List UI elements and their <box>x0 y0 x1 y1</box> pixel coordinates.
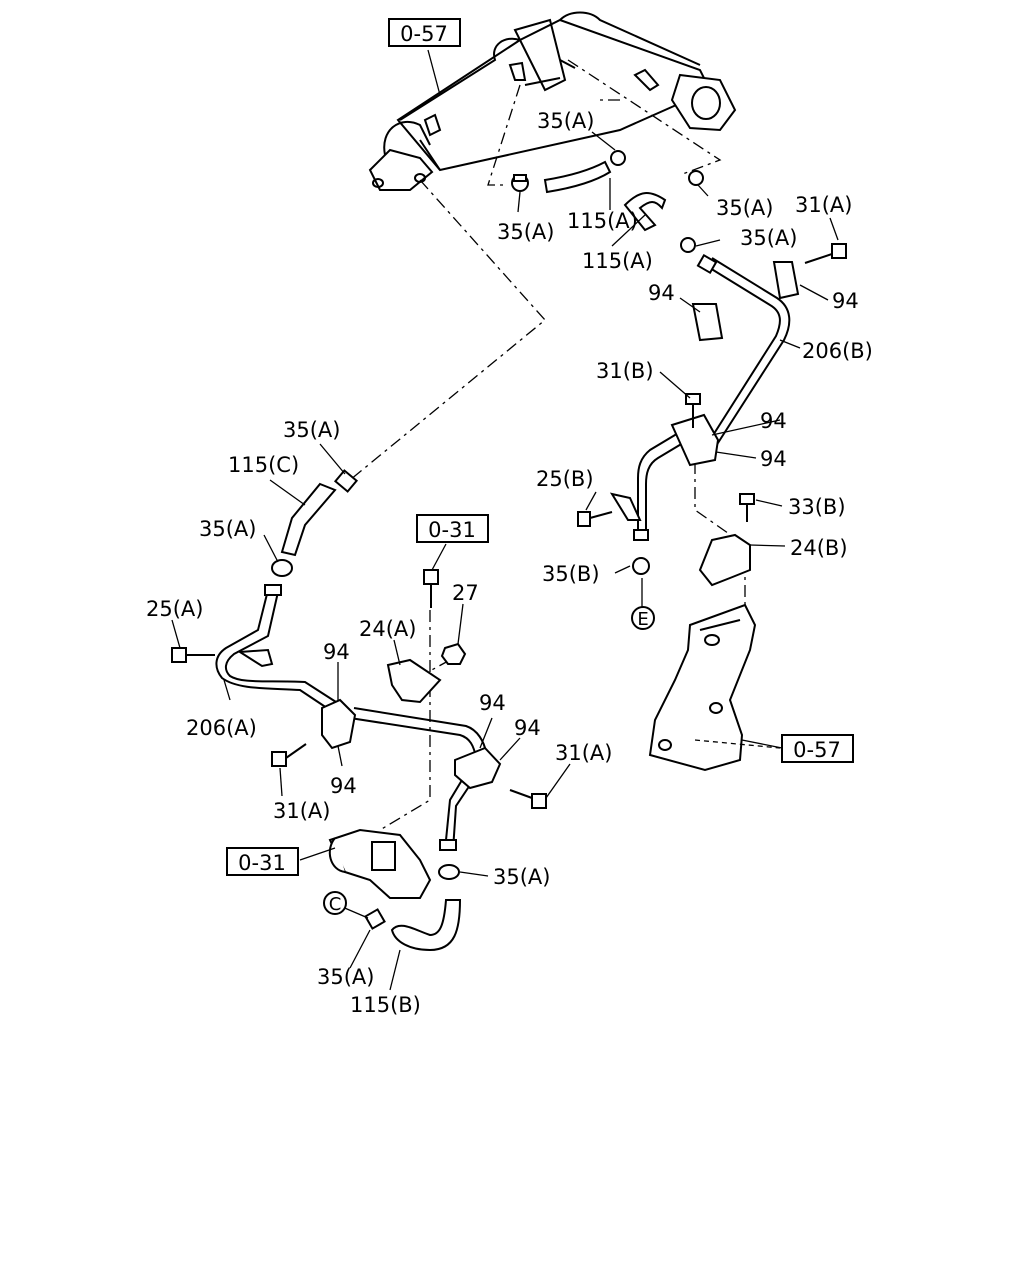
callout-25a: 25(A) <box>146 597 203 621</box>
callout-labels: 35(A) 35(A) 115(A) 35(A) 31(A) 115(A) 35… <box>146 109 873 1017</box>
callout-94: 94 <box>760 447 787 471</box>
bracket <box>609 492 642 521</box>
svg-text:0-57: 0-57 <box>793 738 841 762</box>
callout-33b: 33(B) <box>788 495 846 519</box>
connector-e[interactable]: E <box>631 606 655 630</box>
bracket-24b <box>698 533 751 587</box>
bolt-31a <box>804 243 847 264</box>
callout-94: 94 <box>760 409 787 433</box>
clamp-35a <box>511 174 529 192</box>
callout-115c: 115(C) <box>228 453 299 477</box>
callout-35a: 35(A) <box>493 865 550 889</box>
hose-115c <box>280 482 337 557</box>
clamp-35a <box>271 559 293 577</box>
clip-94-pair <box>454 746 502 790</box>
callout-31b: 31(B) <box>596 359 654 383</box>
svg-text:0-57: 0-57 <box>400 22 448 46</box>
svg-text:C: C <box>329 894 342 915</box>
clamp-35a <box>610 150 626 166</box>
callout-206a: 206(A) <box>186 716 257 740</box>
svg-text:E: E <box>637 609 648 630</box>
bolt-31a <box>509 789 547 809</box>
clamp-35a <box>438 864 460 880</box>
clip-94-pair <box>321 698 357 750</box>
clamp-35a <box>333 469 359 493</box>
callout-25b: 25(B) <box>536 467 594 491</box>
callout-24b: 24(B) <box>790 536 848 560</box>
bracket-24a <box>386 658 442 704</box>
pipe-206b <box>633 253 791 541</box>
callout-35a: 35(A) <box>740 226 797 250</box>
label-leaders <box>171 49 839 991</box>
svg-text:0-31: 0-31 <box>428 518 476 542</box>
leader-line <box>694 462 746 546</box>
callout-94: 94 <box>323 640 350 664</box>
callout-35a: 35(A) <box>283 418 340 442</box>
bolt-31a <box>271 743 307 767</box>
callout-31a: 31(A) <box>555 741 612 765</box>
clip-94 <box>772 261 800 300</box>
callout-35a: 35(A) <box>199 517 256 541</box>
thermostat-housing <box>328 828 432 899</box>
leader-line <box>379 610 431 831</box>
nut-27 <box>440 642 467 665</box>
bolt-0-31 <box>423 569 439 608</box>
callout-115b: 115(B) <box>350 993 421 1017</box>
clamp-35a <box>688 170 704 186</box>
callout-35a: 35(A) <box>497 220 554 244</box>
bracket <box>236 648 274 668</box>
bolt-31b <box>685 393 701 428</box>
callout-206b: 206(B) <box>802 339 873 363</box>
callout-24a: 24(A) <box>359 617 416 641</box>
callout-94: 94 <box>648 281 675 305</box>
bolt-33b <box>739 493 755 522</box>
connector-c[interactable]: C <box>323 891 347 915</box>
ref-box-0-57-top[interactable]: 0-57 <box>388 18 461 47</box>
bolt-25a <box>171 647 215 663</box>
leader-line <box>487 84 521 186</box>
egr-valve-housing <box>648 603 781 772</box>
clamp-35a <box>364 908 386 930</box>
callout-31a: 31(A) <box>795 193 852 217</box>
callout-115a: 115(A) <box>567 209 638 233</box>
callout-94: 94 <box>479 691 506 715</box>
clamp-35a <box>680 237 696 253</box>
clamp-35b <box>632 557 650 575</box>
leader-line <box>567 59 722 176</box>
leader-line <box>349 179 546 481</box>
clip-94-pair <box>670 413 720 467</box>
svg-text:0-31: 0-31 <box>238 851 286 875</box>
hose-115a-lower <box>623 192 667 232</box>
callout-94: 94 <box>330 774 357 798</box>
egr-cooler <box>368 11 737 191</box>
ref-box-0-31-mid[interactable]: 0-31 <box>416 514 489 543</box>
callout-35a: 35(A) <box>317 965 374 989</box>
bolt-25b <box>577 511 613 527</box>
hose-115a-upper <box>543 160 612 194</box>
callout-115a: 115(A) <box>582 249 653 273</box>
ref-box-0-57-right[interactable]: 0-57 <box>781 734 854 763</box>
ref-box-0-31-low[interactable]: 0-31 <box>226 847 299 876</box>
callout-31a: 31(A) <box>273 799 330 823</box>
callout-35b: 35(B) <box>542 562 600 586</box>
callout-94: 94 <box>832 289 859 313</box>
callout-35a: 35(A) <box>716 196 773 220</box>
hose-115b <box>390 899 462 952</box>
callout-35a: 35(A) <box>537 109 594 133</box>
clip-94 <box>691 303 724 342</box>
callout-94: 94 <box>514 716 541 740</box>
callout-27: 27 <box>452 581 479 605</box>
